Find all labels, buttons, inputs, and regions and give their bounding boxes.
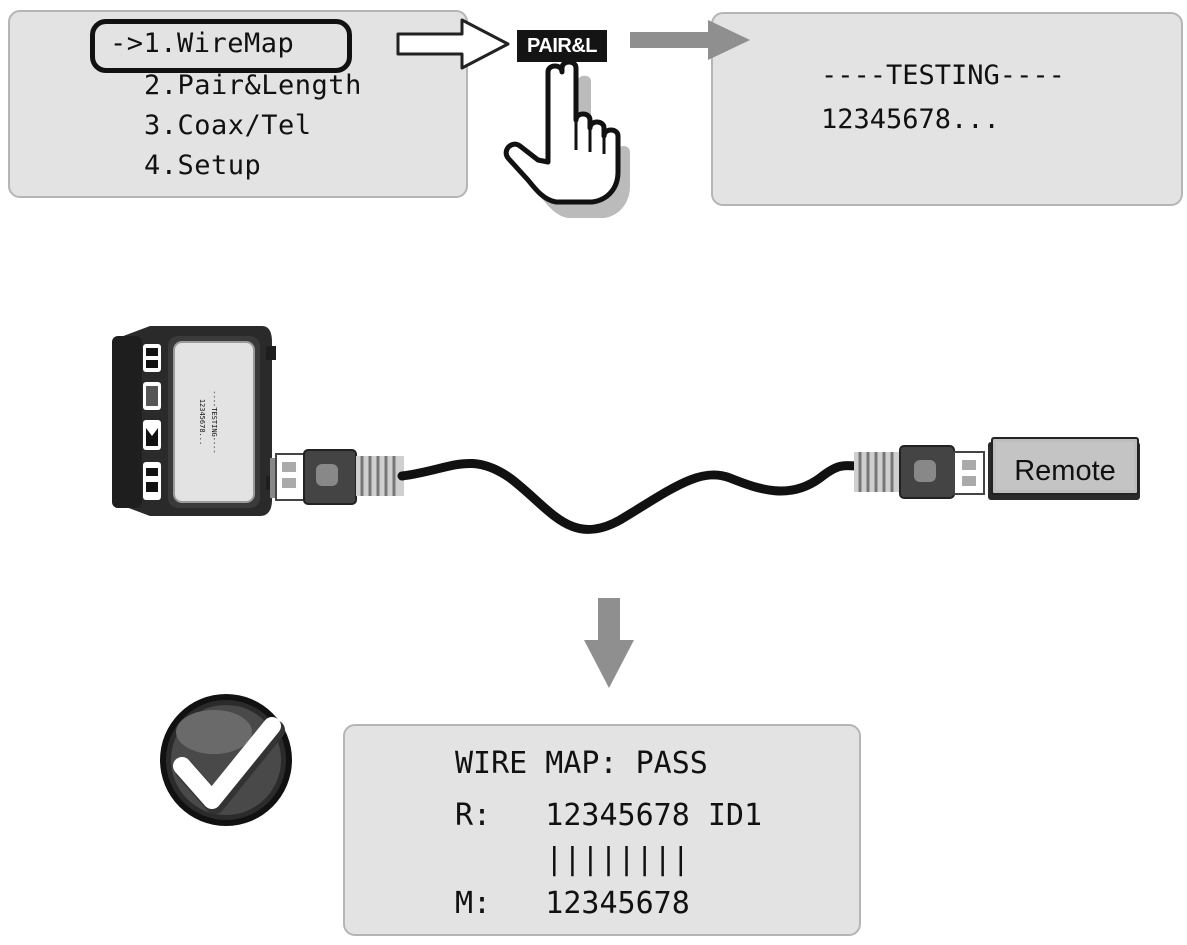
testing-line-2: 12345678... [821, 104, 1000, 135]
tester-screen-line-1: ----TESTING---- [210, 390, 218, 453]
pair-length-button[interactable]: PAIR&L [517, 30, 607, 62]
hollow-arrow-right-icon [396, 18, 510, 70]
gray-arrow-right-icon [630, 20, 750, 60]
network-cable [397, 459, 861, 534]
result-line-2: R: 12345678 ID1 [455, 798, 763, 833]
tester-device [112, 326, 278, 516]
remote-label: Remote [1014, 455, 1116, 487]
menu-item-pair-length[interactable]: 2.Pair&Length [144, 70, 362, 101]
menu-screen: ->1.WireMap 2.Pair&Length 3.Coax/Tel 4.S… [8, 10, 468, 198]
right-rj45-plug [854, 445, 985, 499]
result-line-1: WIRE MAP: PASS [455, 746, 708, 781]
testing-line-1: ----TESTING---- [821, 60, 1065, 91]
pointing-hand-icon [503, 59, 630, 218]
result-screen: WIRE MAP: PASS R: 12345678 ID1 |||||||| … [343, 724, 861, 936]
result-line-4: M: 12345678 [455, 886, 690, 921]
menu-selection-highlight [90, 19, 352, 73]
testing-screen: ----TESTING---- 12345678... [711, 12, 1183, 206]
menu-item-wiremap[interactable]: ->1.WireMap [110, 28, 295, 59]
left-rj45-plug [275, 449, 404, 505]
gray-arrow-down-icon [584, 598, 634, 688]
result-line-3: |||||||| [455, 842, 690, 877]
checkmark-icon [160, 694, 292, 826]
menu-item-coax-tel[interactable]: 3.Coax/Tel [144, 110, 312, 141]
remote-device [988, 437, 1140, 500]
menu-item-setup[interactable]: 4.Setup [144, 150, 262, 181]
tester-screen-line-2: 12345678... [198, 399, 206, 445]
tester-button-column [143, 344, 161, 500]
